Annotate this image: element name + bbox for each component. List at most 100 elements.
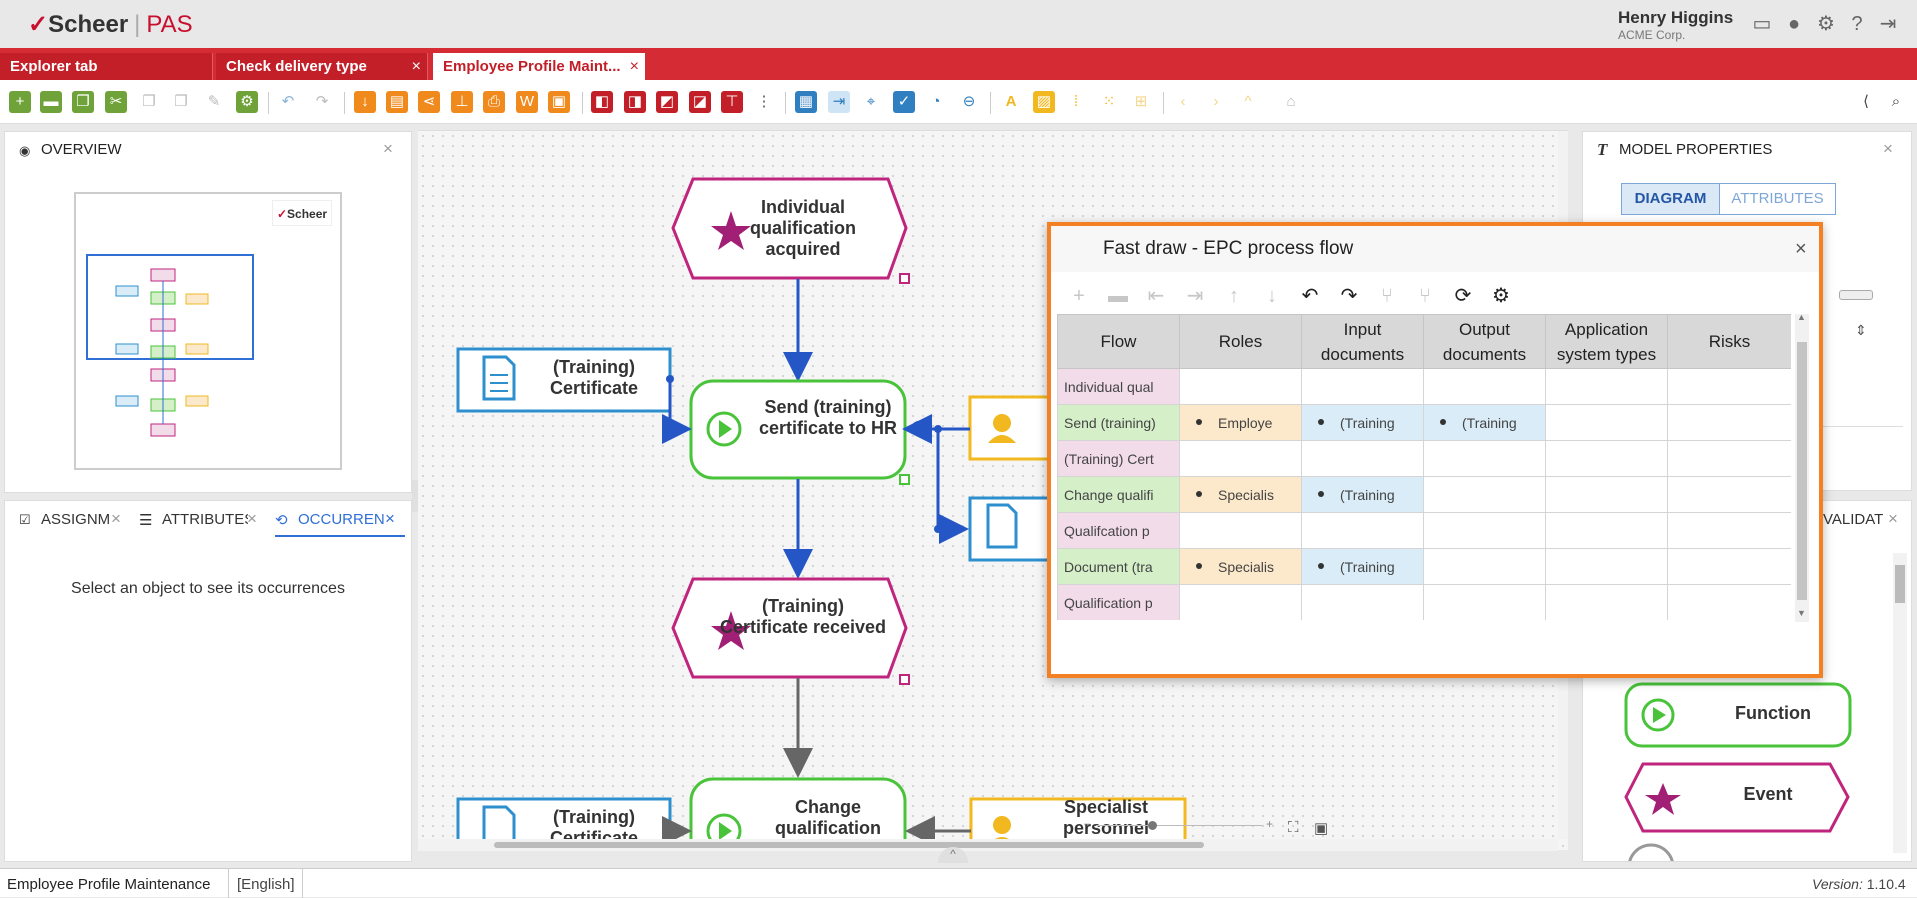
inputs-cell[interactable]: (Training [1301, 476, 1424, 513]
search-icon[interactable]: ⌕ [1891, 93, 1901, 110]
branch-icon[interactable]: ⑂ [1381, 285, 1393, 307]
inputs-cell[interactable]: (Training [1301, 548, 1424, 585]
ungroup-icon[interactable]: ◪ [689, 91, 711, 113]
table-row[interactable]: Individual qual [1057, 368, 1791, 405]
inputs-cell[interactable] [1301, 584, 1424, 620]
print-icon[interactable]: ⎙ [483, 91, 505, 113]
undo-icon[interactable]: ↶ [1301, 285, 1319, 307]
systems-cell[interactable] [1545, 548, 1668, 585]
import-icon[interactable]: ↓ [354, 91, 376, 113]
outputs-cell[interactable] [1423, 512, 1546, 549]
systems-cell[interactable] [1545, 404, 1668, 441]
arrow-up-icon[interactable]: ^ [1244, 93, 1252, 110]
flow-cell[interactable]: Qualifcation p [1057, 512, 1180, 549]
delete-icon[interactable]: ▬ [40, 91, 62, 113]
tab-check-delivery-type[interactable]: Check delivery type× [216, 53, 428, 80]
tab-attributes[interactable]: ATTRIBUTES [1719, 183, 1836, 215]
paste-special-icon[interactable]: ❐ [174, 93, 188, 110]
zoom-slider[interactable]: – + [1084, 817, 1274, 831]
close-icon[interactable]: × [247, 509, 257, 528]
delete-icon[interactable]: ▬ [1108, 285, 1128, 307]
palette-event-shape[interactable] [1624, 762, 1850, 833]
group-icon[interactable]: ◩ [656, 91, 678, 113]
image-icon[interactable]: ▨ [1033, 91, 1055, 113]
horizontal-scrollbar[interactable] [418, 839, 1558, 851]
risks-cell[interactable] [1667, 548, 1791, 585]
checkbox-icon[interactable]: ✓ [893, 91, 915, 113]
close-icon[interactable]: × [383, 139, 393, 158]
dialog-scrollbar[interactable]: ▲ ▼ [1795, 312, 1809, 622]
palette-scrollbar[interactable] [1893, 553, 1907, 853]
send-back-icon[interactable]: ◨ [624, 91, 646, 113]
column-header[interactable]: Application system types [1545, 314, 1668, 369]
risks-cell[interactable] [1667, 404, 1791, 441]
column-header[interactable]: Output documents [1423, 314, 1546, 369]
risks-cell[interactable] [1667, 512, 1791, 549]
outputs-cell[interactable]: (Training [1423, 404, 1546, 441]
outputs-cell[interactable] [1423, 548, 1546, 585]
logout-icon[interactable]: ⇥ [1879, 13, 1897, 35]
roles-cell[interactable]: Employe [1179, 404, 1302, 441]
merge-icon[interactable]: ⑂ [1419, 285, 1431, 307]
format-painter-icon[interactable]: ✎ [207, 93, 221, 110]
column-header[interactable]: Risks [1667, 314, 1791, 369]
tab-explorer[interactable]: Explorer tab [0, 53, 213, 80]
fit-page-icon[interactable]: ▣ [1314, 820, 1329, 837]
systems-cell[interactable] [1545, 584, 1668, 620]
risks-cell[interactable] [1667, 584, 1791, 620]
move-down-icon[interactable]: ↓ [1267, 285, 1277, 307]
text-icon[interactable]: A [1005, 93, 1017, 110]
paste-icon[interactable]: ❐ [142, 93, 156, 110]
color-slider[interactable] [1839, 290, 1873, 300]
outputs-cell[interactable] [1423, 368, 1546, 405]
roles-cell[interactable] [1179, 440, 1302, 477]
viewport-rectangle[interactable] [86, 254, 254, 360]
app-logo[interactable]: ✓Scheer|PAS [28, 11, 193, 38]
indent-icon[interactable]: ⇥ [1186, 285, 1204, 307]
tab-employee-profile[interactable]: Employee Profile Maint...× [433, 53, 645, 80]
binoculars-icon[interactable]: ⌖ [866, 93, 876, 110]
tab-assignments[interactable]: ASSIGNM [41, 511, 111, 528]
collapse-panel-icon[interactable]: ⟨ [1863, 93, 1869, 110]
stamp-icon[interactable]: ⌂ [1286, 93, 1296, 110]
new-icon[interactable]: + [9, 91, 31, 113]
table-row[interactable]: Send (training) Employe (Training (Train… [1057, 404, 1791, 441]
column-header[interactable]: Flow [1057, 314, 1180, 369]
cut-icon[interactable]: ✂ [105, 91, 127, 113]
risks-cell[interactable] [1667, 368, 1791, 405]
palette-function-shape[interactable] [1624, 682, 1852, 748]
grid2-icon[interactable]: ⁙ [1102, 93, 1116, 110]
document-shape[interactable] [968, 496, 1062, 562]
risks-cell[interactable] [1667, 476, 1791, 513]
tab-validate[interactable]: VALIDAT [1823, 511, 1884, 528]
layout-icon[interactable]: ▦ [795, 91, 817, 113]
table-row[interactable]: (Training) Cert [1057, 440, 1791, 477]
roles-cell[interactable]: Specialis [1179, 548, 1302, 585]
user-info[interactable]: Henry Higgins ACME Corp. [1618, 8, 1733, 42]
inputs-cell[interactable] [1301, 512, 1424, 549]
hierarchy-icon[interactable]: ⊤ [721, 91, 743, 113]
tab-diagram[interactable]: DIAGRAM [1621, 183, 1720, 215]
flow-cell[interactable]: (Training) Cert [1057, 440, 1180, 477]
roles-cell[interactable] [1179, 368, 1302, 405]
inputs-cell[interactable]: (Training [1301, 404, 1424, 441]
toggle-icon[interactable]: ⊖ [962, 93, 976, 110]
tab-attributes[interactable]: ATTRIBUTES [162, 511, 248, 528]
grid-icon[interactable]: ⁞ [1073, 93, 1079, 110]
redo-icon[interactable]: ↷ [1340, 285, 1358, 307]
table-row[interactable]: Qualifcation p [1057, 512, 1791, 549]
flow-cell[interactable]: Change qualifi [1057, 476, 1180, 513]
tab-occurrences[interactable]: OCCURRENC [298, 511, 384, 528]
undo-icon[interactable]: ↶ [281, 93, 295, 110]
flow-cell[interactable]: Send (training) [1057, 404, 1180, 441]
outputs-cell[interactable] [1423, 476, 1546, 513]
language-indicator[interactable]: [English] [237, 876, 295, 893]
systems-cell[interactable] [1545, 512, 1668, 549]
arrow-left-icon[interactable]: ‹ [1180, 93, 1186, 110]
document-icon[interactable]: ▤ [386, 91, 408, 113]
settings-icon[interactable]: ⚙ [236, 91, 258, 113]
image-export-icon[interactable]: ▣ [548, 91, 570, 113]
gear-icon[interactable]: ⚙ [1817, 13, 1835, 35]
systems-cell[interactable] [1545, 476, 1668, 513]
redo-icon[interactable]: ↷ [315, 93, 329, 110]
